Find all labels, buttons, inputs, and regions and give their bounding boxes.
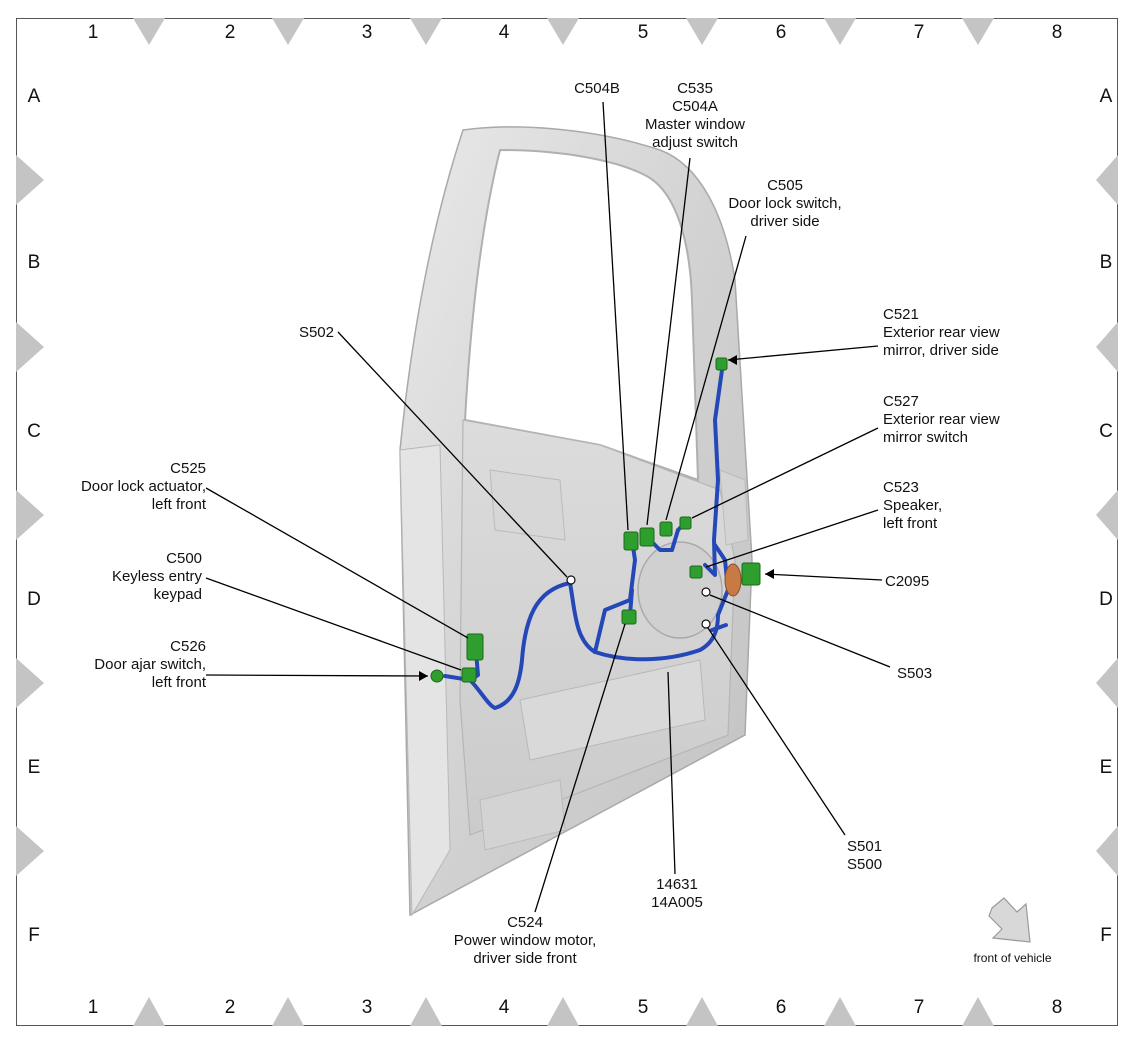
grid-col-top: 8	[1051, 22, 1063, 43]
leader-lines	[205, 101, 891, 913]
connector-c535	[639, 527, 655, 547]
label-c535: C535 C504A Master window adjust switch	[644, 80, 746, 151]
grid-col-top: 2	[224, 22, 236, 43]
grid-col-top: 7	[913, 22, 925, 43]
grid-row-right: C	[1099, 421, 1113, 442]
connector-c500	[461, 667, 477, 683]
grid-row-right: B	[1099, 252, 1113, 273]
splice-points	[566, 575, 711, 629]
grid-row-right: F	[1100, 925, 1112, 946]
splice-s502	[566, 575, 576, 585]
grid-col-bottom: 4	[498, 997, 510, 1018]
leader-arrowheads	[419, 355, 774, 681]
grid-col-top: 3	[361, 22, 373, 43]
connector-c505	[659, 521, 673, 537]
grid-col-bottom: 6	[775, 997, 787, 1018]
label-c523: C523 Speaker, left front	[883, 479, 943, 532]
label-s503: S503	[897, 665, 933, 682]
label-c504b: C504B	[574, 80, 620, 97]
orientation-label: front of vehicle	[973, 951, 1052, 965]
connector-c2095	[741, 562, 761, 586]
connector-c521	[715, 357, 728, 371]
grid-row-right: E	[1099, 757, 1113, 778]
connector-c527	[679, 516, 692, 530]
arrow-down-right-icon	[988, 897, 1031, 943]
label-harness: 14631 14A005	[651, 876, 703, 911]
grid-row-left: C	[27, 421, 41, 442]
grid-col-top: 6	[775, 22, 787, 43]
label-c2095: C2095	[885, 573, 930, 590]
label-c527: C527 Exterior rear view mirror switch	[883, 393, 1000, 446]
label-c505: C505 Door lock switch, driver side	[728, 177, 842, 230]
splice-s503	[701, 587, 711, 597]
grid-row-left: B	[27, 252, 41, 273]
label-c500: C500 Keyless entry keypad	[111, 550, 202, 603]
label-s501: S501 S500	[847, 838, 883, 873]
grid-col-bottom: 3	[361, 997, 373, 1018]
label-c526: C526 Door ajar switch, left front	[94, 638, 206, 691]
grid-col-bottom: 8	[1051, 997, 1063, 1018]
grid-row-right: D	[1099, 589, 1113, 610]
connectors	[430, 357, 761, 683]
connector-c504b	[623, 531, 639, 551]
grid-col-bottom: 7	[913, 997, 925, 1018]
grid-col-bottom: 1	[87, 997, 99, 1018]
door-panel	[399, 126, 753, 917]
grid-col-bottom: 5	[637, 997, 649, 1018]
wiring-harness	[443, 368, 730, 710]
grid-col-top: 5	[637, 22, 649, 43]
connector-c525	[466, 633, 484, 661]
label-c525: C525 Door lock actuator, left front	[80, 460, 206, 513]
label-s502: S502	[298, 324, 334, 341]
grid-row-left: A	[27, 86, 41, 107]
label-c524: C524 Power window motor, driver side fro…	[453, 914, 597, 967]
grid-row-left: E	[27, 757, 41, 778]
connector-c526	[430, 669, 444, 683]
grid-col-top: 1	[87, 22, 99, 43]
connector-c523	[689, 565, 703, 579]
speaker-grommet	[724, 563, 742, 597]
grid-row-left: F	[28, 925, 40, 946]
label-c521: C521 Exterior rear view mirror, driver s…	[883, 306, 1000, 359]
grid-col-top: 4	[498, 22, 510, 43]
grid-col-bottom: 2	[224, 997, 236, 1018]
grid-markers	[16, 18, 1118, 1026]
connector-c524	[621, 609, 637, 625]
splice-s501	[701, 619, 711, 629]
grid-row-right: A	[1099, 86, 1113, 107]
grid-row-left: D	[27, 589, 41, 610]
